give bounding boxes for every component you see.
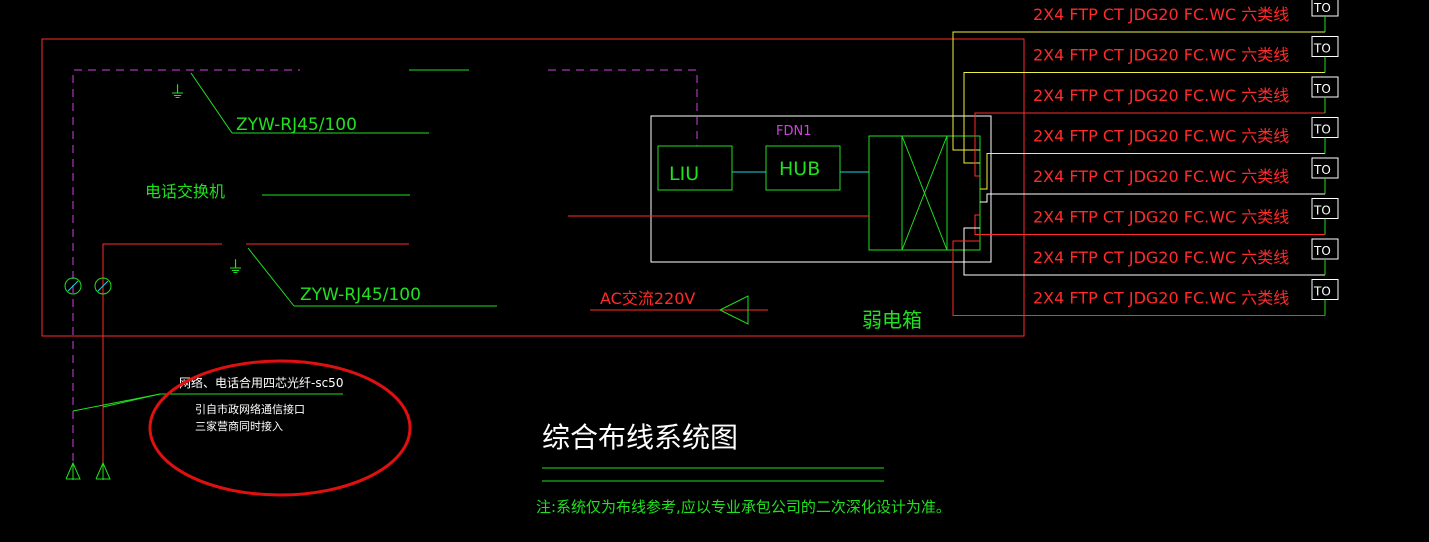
zyw-top-label: ZYW-RJ45/100 [236, 115, 357, 135]
outlet-to-label: TO [1313, 285, 1331, 299]
patch-cross-b [901, 135, 948, 251]
optical-fiber-dashed-2 [548, 69, 698, 146]
outlet-cable-label: 2X4 FTP CT JDG20 FC.WC 六类线 [1033, 46, 1289, 65]
outlet-to-label: TO [1313, 163, 1331, 177]
outlet-cable-label: 2X4 FTP CT JDG20 FC.WC 六类线 [1033, 208, 1289, 227]
outlet-wire [963, 227, 1325, 276]
hub-box [765, 145, 841, 191]
diagram-title: 综合布线系统图 [542, 421, 738, 454]
ground-symbol-top: ⏚ [169, 83, 186, 103]
hub-label: HUB [779, 158, 820, 180]
outlet-cable-label: 2X4 FTP CT JDG20 FC.WC 六类线 [1033, 289, 1289, 308]
outlet-wire [974, 112, 1325, 177]
outlet-cable-label: 2X4 FTP CT JDG20 FC.WC 六类线 [1033, 248, 1289, 267]
surge-protector-icon-2 [94, 277, 112, 295]
weak-box-label: 弱电箱 [862, 308, 922, 332]
zyw-bottom-label: ZYW-RJ45/100 [300, 285, 421, 305]
highlight-ellipse [148, 359, 412, 497]
outlet-to-label: TO [1313, 123, 1331, 137]
outlet-to-label: TO [1313, 204, 1331, 218]
cable-note-label: 网络、电话合用四芯光纤-sc50 [179, 375, 343, 390]
outlet-cable-label: 2X4 FTP CT JDG20 FC.WC 六类线 [1033, 86, 1289, 105]
zyw-bottom-leader [247, 247, 295, 307]
ac-power-triangle-icon [718, 295, 749, 325]
surge-protector-icon-1 [64, 277, 82, 295]
fdn-label: FDN1 [776, 124, 811, 139]
outlet-wire [980, 153, 1325, 190]
phone-trunk-red [102, 243, 222, 475]
outlet-to-label: TO [1313, 244, 1331, 258]
ac-power-label: AC交流220V [600, 289, 695, 308]
outlet-wire [952, 240, 1325, 316]
outlet-wire [963, 72, 1325, 164]
inlet-note-line2: 三家营商同时接入 [195, 419, 283, 433]
outlet-wire [974, 214, 1325, 235]
cable-note-leader-2 [102, 393, 161, 408]
outlet-to-label: TO [1313, 82, 1331, 96]
outlet-wire [952, 31, 1325, 151]
outlet-cable-label: 2X4 FTP CT JDG20 FC.WC 六类线 [1033, 5, 1289, 24]
outlet-to-label: TO [1313, 1, 1331, 15]
outlet-to-label: TO [1313, 42, 1331, 56]
outlet-wire [980, 193, 1325, 203]
outlet-rows: 2X4 FTP CT JDG20 FC.WC 六类线 TO 2X4 FTP CT J… [952, 0, 1339, 316]
liu-box [657, 145, 733, 191]
outlet-cable-label: 2X4 FTP CT JDG20 FC.WC 六类线 [1033, 127, 1289, 146]
liu-label: LIU [669, 163, 699, 185]
zyw-top-leader [190, 72, 233, 134]
fdn-cabinet-frame [650, 115, 992, 263]
phone-switch-label: 电话交换机 [145, 182, 225, 201]
footnote: 注:系统仅为布线参考,应以专业承包公司的二次深化设计为准。 [536, 498, 951, 516]
surge-protector-slash-1 [67, 280, 79, 292]
inlet-note-line1: 引自市政网络通信接口 [195, 402, 305, 416]
outlet-cable-label: 2X4 FTP CT JDG20 FC.WC 六类线 [1033, 167, 1289, 186]
surge-protector-slash-2 [97, 280, 109, 292]
patch-panel-left [868, 135, 903, 251]
ground-symbol-bottom: ⏚ [227, 258, 244, 278]
weak-box-frame [41, 38, 1025, 337]
